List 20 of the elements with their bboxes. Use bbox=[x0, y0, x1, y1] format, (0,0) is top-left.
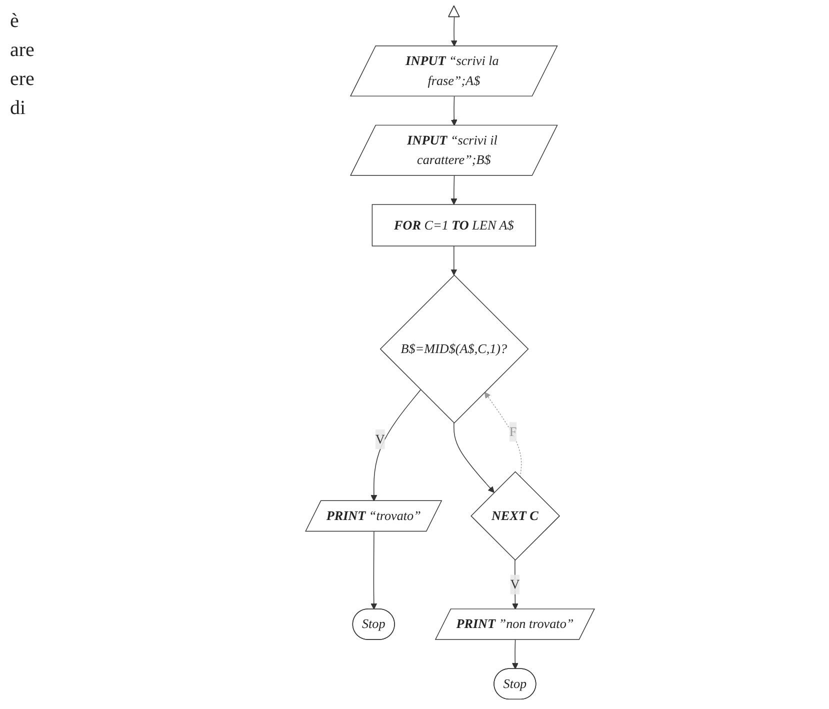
edge-label: V bbox=[510, 576, 520, 592]
arrow bbox=[450, 175, 458, 205]
arrow bbox=[512, 640, 518, 670]
arrow bbox=[370, 389, 422, 502]
arrow bbox=[450, 16, 458, 46]
node-diamond: NEXT C bbox=[470, 471, 560, 561]
arrow bbox=[370, 531, 378, 610]
edge-label: F bbox=[509, 424, 517, 439]
arrow bbox=[450, 246, 458, 276]
arrow bbox=[484, 392, 522, 478]
text-fragment: are bbox=[10, 39, 36, 62]
node-box: FOR C=1 TO LEN A$ bbox=[372, 204, 536, 246]
text-fragment: ere bbox=[10, 68, 36, 91]
node-diamond: B$=MID$(A$,C,1)? bbox=[380, 274, 529, 424]
edge-label: V bbox=[375, 432, 385, 446]
text-fragment: di bbox=[10, 97, 27, 120]
text-fragment: è bbox=[10, 10, 20, 33]
arrow bbox=[512, 560, 518, 610]
arrow bbox=[450, 96, 458, 126]
arrow bbox=[454, 422, 494, 493]
